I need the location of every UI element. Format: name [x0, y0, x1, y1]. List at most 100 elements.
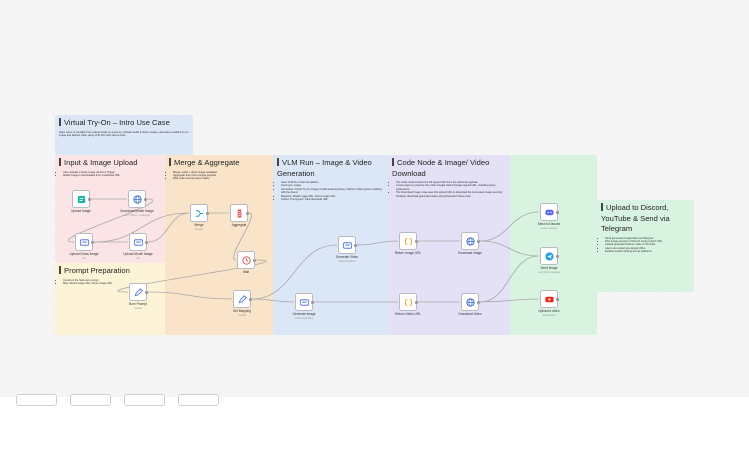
note-item: The Code node extracts the full signed U…	[396, 181, 506, 184]
node-telegram[interactable]	[540, 247, 559, 265]
note-intro[interactable]: Virtual Try-On – Intro Use Case Allow us…	[55, 115, 193, 155]
node-label: Download Video	[458, 312, 482, 316]
note-item: Model image is downloaded from predefine…	[63, 174, 161, 177]
connections-layer	[67, 198, 540, 303]
note-item: Upload generated fashion video to YouTub…	[605, 243, 690, 246]
youtube-icon	[544, 296, 554, 302]
note-body: Allow users to visualize how a dress loo…	[59, 130, 189, 137]
node-set-mapping[interactable]	[233, 290, 252, 308]
note-item: Map: Model image URL, Dress image URL	[63, 282, 161, 285]
zoom-in-button[interactable]	[70, 394, 111, 406]
note-title: Prompt Preparation	[59, 266, 161, 277]
note-item: Post image preview to Discord using prod…	[605, 240, 690, 243]
node-label: Set Mapping	[233, 309, 251, 313]
node-prompt[interactable]	[129, 283, 148, 301]
connection-set-mapping-to-gen-image[interactable]	[251, 298, 295, 303]
node-label: Download Model Image	[120, 209, 154, 213]
note-item: Input type: image	[281, 184, 384, 187]
note-item: Requires: Model image URL, Dress image U…	[281, 195, 384, 198]
connection-download-image-to-telegram[interactable]	[479, 240, 540, 257]
node-subtitle: vlm	[136, 257, 140, 260]
connection-download-image-to-discord[interactable]	[479, 211, 540, 242]
note-item: Construct the final user prompt	[63, 279, 161, 282]
workflow-canvas[interactable]: Virtual Try-On – Intro Use Case Allow us…	[0, 0, 749, 397]
note-item: Send generated image/video via Telegram	[605, 237, 690, 240]
node-label: Merge	[194, 223, 204, 227]
note-item: Merge model + dress image metadata	[173, 171, 269, 174]
node-wait[interactable]	[237, 251, 256, 269]
node-subtitle: vlm	[82, 257, 86, 260]
node-return-video-url[interactable]	[399, 293, 418, 311]
note-send[interactable]: Upload to Discord, YouTube & Send via Te…	[597, 200, 694, 292]
note-title: Code Node & Image/ Video Download	[392, 158, 506, 179]
note-title: Input & Image Upload	[59, 158, 161, 169]
node-label: Download Image	[458, 251, 482, 255]
node-label: Return Video URL	[395, 312, 421, 316]
connection-upload-dress-to-merge[interactable]	[93, 212, 190, 243]
merge-icon	[195, 209, 203, 217]
node-download-model[interactable]	[128, 190, 147, 208]
node-subtitle: upload video	[542, 314, 556, 317]
node-subtitle: chat/completions	[295, 317, 313, 320]
node-subtitle: append	[195, 228, 203, 231]
node-return-image-url[interactable]	[399, 232, 418, 250]
code-icon	[404, 237, 412, 245]
node-label: Aggregate	[231, 223, 247, 227]
node-label: Bom Prompt	[129, 302, 147, 306]
note-item: Aggregate them into a single payload	[173, 174, 269, 177]
node-label: Wait	[242, 270, 250, 274]
pen-icon	[238, 294, 247, 303]
node-merge[interactable]	[190, 204, 209, 222]
globe-icon	[132, 194, 142, 204]
note-item: It uses regex to preserve the entire Goo…	[396, 184, 506, 191]
connection-aggregate-to-wait[interactable]	[233, 212, 252, 261]
node-upload-dress[interactable]	[75, 233, 94, 251]
node-subtitle: create message	[540, 227, 558, 230]
node-upload-image[interactable]	[72, 190, 91, 208]
node-gen-video[interactable]	[338, 236, 357, 254]
connection-download-video-to-telegram[interactable]	[479, 255, 540, 303]
connection-download-model-to-upload-dress[interactable]	[67, 198, 154, 243]
node-youtube[interactable]	[540, 290, 559, 308]
node-subtitle: manual	[134, 307, 142, 310]
node-download-image[interactable]	[461, 232, 480, 250]
discord-icon	[544, 209, 554, 215]
vlm-icon	[133, 238, 143, 246]
node-discord[interactable]	[540, 203, 559, 221]
note-title: VLM Run – Image & Video Generation	[277, 158, 384, 179]
note-title: Merge & Aggregate	[169, 158, 269, 169]
pen-icon	[134, 287, 143, 296]
connection-download-video-to-youtube[interactable]	[479, 298, 540, 303]
node-aggregate[interactable]	[230, 204, 249, 222]
connection-set-mapping-to-gen-video[interactable]	[251, 244, 338, 300]
note-title: Upload to Discord, YouTube & Send via Te…	[601, 203, 690, 235]
connection-prompt-to-set-mapping[interactable]	[147, 291, 233, 300]
node-label: Generate Video	[335, 255, 359, 259]
node-subtitle: GET: https://...model.jpg	[124, 214, 150, 217]
code-icon	[404, 298, 412, 306]
node-label: Upload Image	[71, 209, 91, 213]
note-vlm[interactable]: VLM Run – Image & Video Generation Uses …	[273, 155, 388, 335]
connection-gen-video-to-return-image-url[interactable]	[356, 240, 399, 246]
zoom-out-button[interactable]	[124, 394, 165, 406]
node-upload-model[interactable]	[129, 233, 148, 251]
note-item: The Download Image node uses this signed…	[396, 191, 506, 198]
node-subtitle: send photo message	[537, 271, 561, 274]
node-gen-image[interactable]	[295, 293, 314, 311]
connection-wait-to-prompt[interactable]	[117, 259, 267, 293]
zoom-to-fit-button[interactable]	[16, 394, 57, 406]
node-label: Send Image	[540, 266, 558, 270]
note-item: Generates: Virtual Try-On Image (model w…	[281, 188, 384, 195]
aggregate-icon	[237, 208, 241, 218]
vlm-icon	[79, 238, 89, 246]
node-label: Send to Discord	[537, 222, 561, 226]
node-label: Generate Image	[292, 312, 316, 316]
connection-upload-model-to-merge[interactable]	[147, 212, 190, 243]
note-item: Output: Pre-signed / valid download URL	[281, 198, 384, 201]
note-merge[interactable]: Merge & Aggregate Merge model + dress im…	[165, 155, 273, 335]
reset-zoom-button[interactable]	[178, 394, 219, 406]
node-download-video[interactable]	[461, 293, 480, 311]
node-label: Upload Model Image	[123, 252, 153, 256]
globe-icon	[465, 297, 475, 307]
note-item: Enables instant sharing across platforms	[605, 250, 690, 253]
